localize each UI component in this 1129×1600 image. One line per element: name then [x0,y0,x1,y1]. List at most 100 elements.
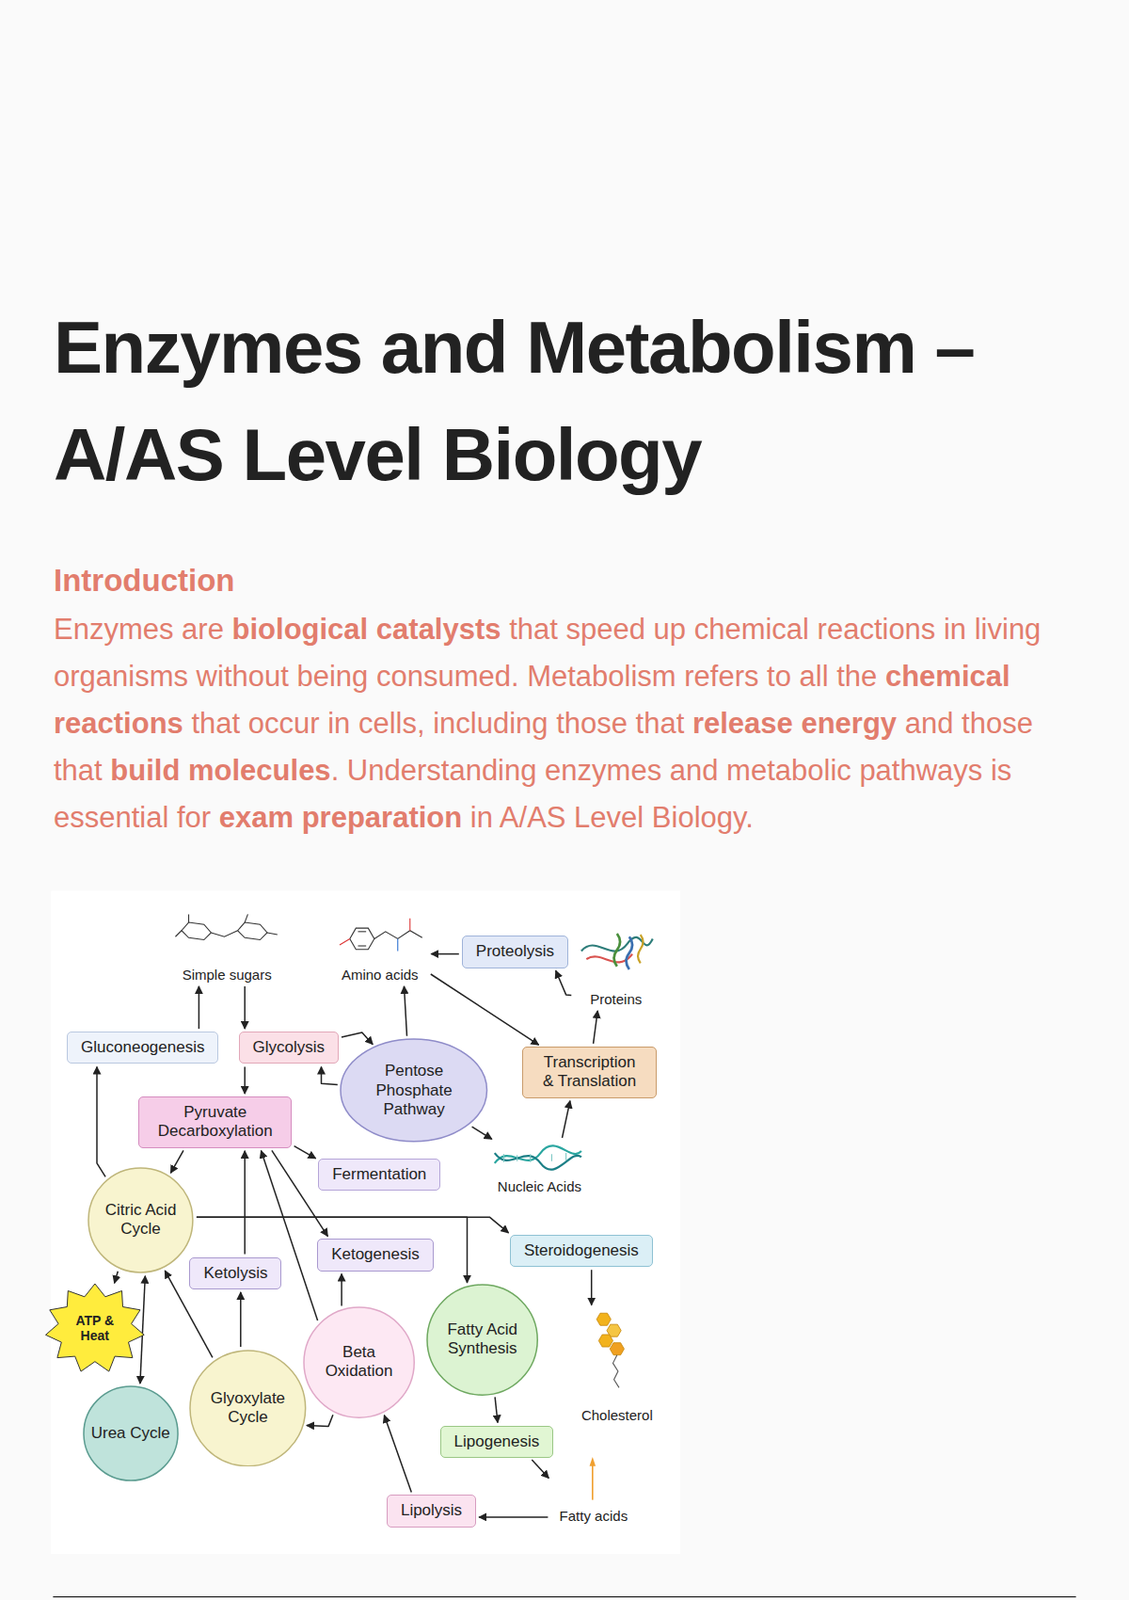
process-box: Fermentation [318,1158,441,1191]
node-text: ATP & Heat [72,1312,118,1345]
circle-shape [83,1385,178,1480]
node-text: Transcription & Translation [536,1052,643,1092]
page-title: Enzymes and Metabolism – A/AS Level Biol… [53,293,1108,509]
flow-arrow [430,973,540,1045]
process-circle: Pentose Phosphate Pathway [339,1037,489,1143]
node-text: Proteolysis [476,941,555,961]
node-text: Proteins [589,990,642,1008]
body-text: Enzymes are [53,612,224,646]
molecule-label: Cholesterol [572,1307,661,1425]
intro-paragraph: Enzymes are biological catalysts that sp… [53,605,1089,842]
flow-arrow [531,1459,549,1479]
flow-arrow [472,1126,493,1139]
node-text: Ketolysis [203,1263,268,1283]
dna-helix [494,1144,582,1169]
flow-arrow [196,1216,468,1283]
node-text: Urea Cycle [91,1423,171,1443]
node-text: Pyruvate Decarboxylation [152,1102,278,1142]
flow-arrow [170,1149,184,1173]
node-text: Fermentation [332,1164,427,1184]
node-text: Glycolysis [253,1037,326,1057]
bold-term: release energy [692,706,897,740]
molecule-label: Proteins [573,922,658,1008]
flow-arrow [404,985,408,1036]
flow-arrow [196,1216,509,1233]
process-box: Pyruvate Decarboxylation [138,1096,292,1148]
flow-arrow [261,1150,319,1320]
process-box: Gluconeogenesis [66,1031,219,1064]
process-circle: Glyoxylate Cycle [189,1349,307,1467]
node-text: Lipogenesis [454,1431,541,1451]
diagram-ground [50,890,681,1554]
flow-arrow [430,953,460,955]
flow-arrow [114,1271,119,1284]
process-circle: Citric Acid Cycle [87,1166,194,1273]
node-text: Fatty acids [559,1507,629,1525]
circle-shape [190,1350,306,1466]
flow-arrow [96,1066,106,1177]
flow-arrow [590,1269,593,1305]
process-box: Ketolysis [189,1256,282,1289]
flow-arrow [306,1414,334,1426]
page-rule [52,1595,1076,1597]
process-circle: Urea Cycle [82,1384,179,1481]
circle-shape [340,1038,488,1142]
node-text: Glyoxylate Cycle [204,1388,291,1428]
fatty-acid-chain [589,1456,597,1500]
flow-arrow [562,1100,571,1138]
flow-arrow [340,1273,343,1306]
circle-shape [303,1306,414,1417]
molecule-label: Nucleic Acids [489,1140,589,1196]
cholesterol-molecule [596,1312,624,1387]
flow-arrow [243,1150,246,1255]
process-box: Transcription & Translation [522,1046,657,1098]
flow-arrow [294,1145,317,1159]
node-text: Beta Oxidation [318,1342,400,1382]
circle-shape [88,1167,193,1273]
node-text: Cholesterol [581,1406,653,1424]
node-text: Pentose Phosphate Pathway [365,1061,463,1119]
body-text: that occur in cells, including those tha… [190,706,684,740]
output-star: ATP & Heat [44,1282,146,1374]
flow-arrow [593,1010,599,1044]
process-box: Glycolysis [238,1031,340,1064]
node-text: Ketogenesis [331,1244,420,1264]
flow-arrow [478,1515,548,1518]
flow-arrow [243,1066,246,1095]
star-shape [45,1283,144,1371]
process-box: Proteolysis [461,935,569,968]
node-text: Citric Acid Cycle [99,1200,182,1240]
section-heading: Introduction [53,562,235,599]
sugar-molecule [174,913,277,939]
node-text: Lipolysis [400,1500,462,1520]
flow-arrow [140,1275,145,1384]
bold-term: biological catalysts [232,612,502,646]
flow-arrow [198,985,201,1029]
flow-arrow [239,1291,242,1347]
flow-arrow [321,1066,338,1085]
node-text: Amino acids [341,966,419,984]
node-text: Nucleic Acids [497,1177,582,1195]
node-text: Simple sugars [182,966,272,984]
process-box: Steroidogenesis [509,1234,653,1267]
bold-term: build molecules [110,753,331,787]
bold-term: exam preparation [219,800,462,834]
circle-shape [427,1284,538,1395]
flow-arrow [383,1415,412,1493]
process-circle: Fatty Acid Synthesis [426,1283,539,1396]
flow-arrow [556,969,573,995]
process-box: Lipogenesis [440,1425,555,1458]
flow-arrow [494,1396,498,1422]
node-text: Gluconeogenesis [80,1037,205,1057]
node-text: Steroidogenesis [524,1240,639,1260]
process-box: Lipolysis [386,1494,477,1527]
molecule-label: Fatty acids [550,1468,637,1525]
molecule-label: Simple sugars [168,906,287,984]
molecule-label: Amino acids [331,907,429,984]
protein-ribbon [581,933,653,970]
flow-arrow [341,1032,373,1045]
body-text: in A/AS Level Biology. [470,800,754,834]
